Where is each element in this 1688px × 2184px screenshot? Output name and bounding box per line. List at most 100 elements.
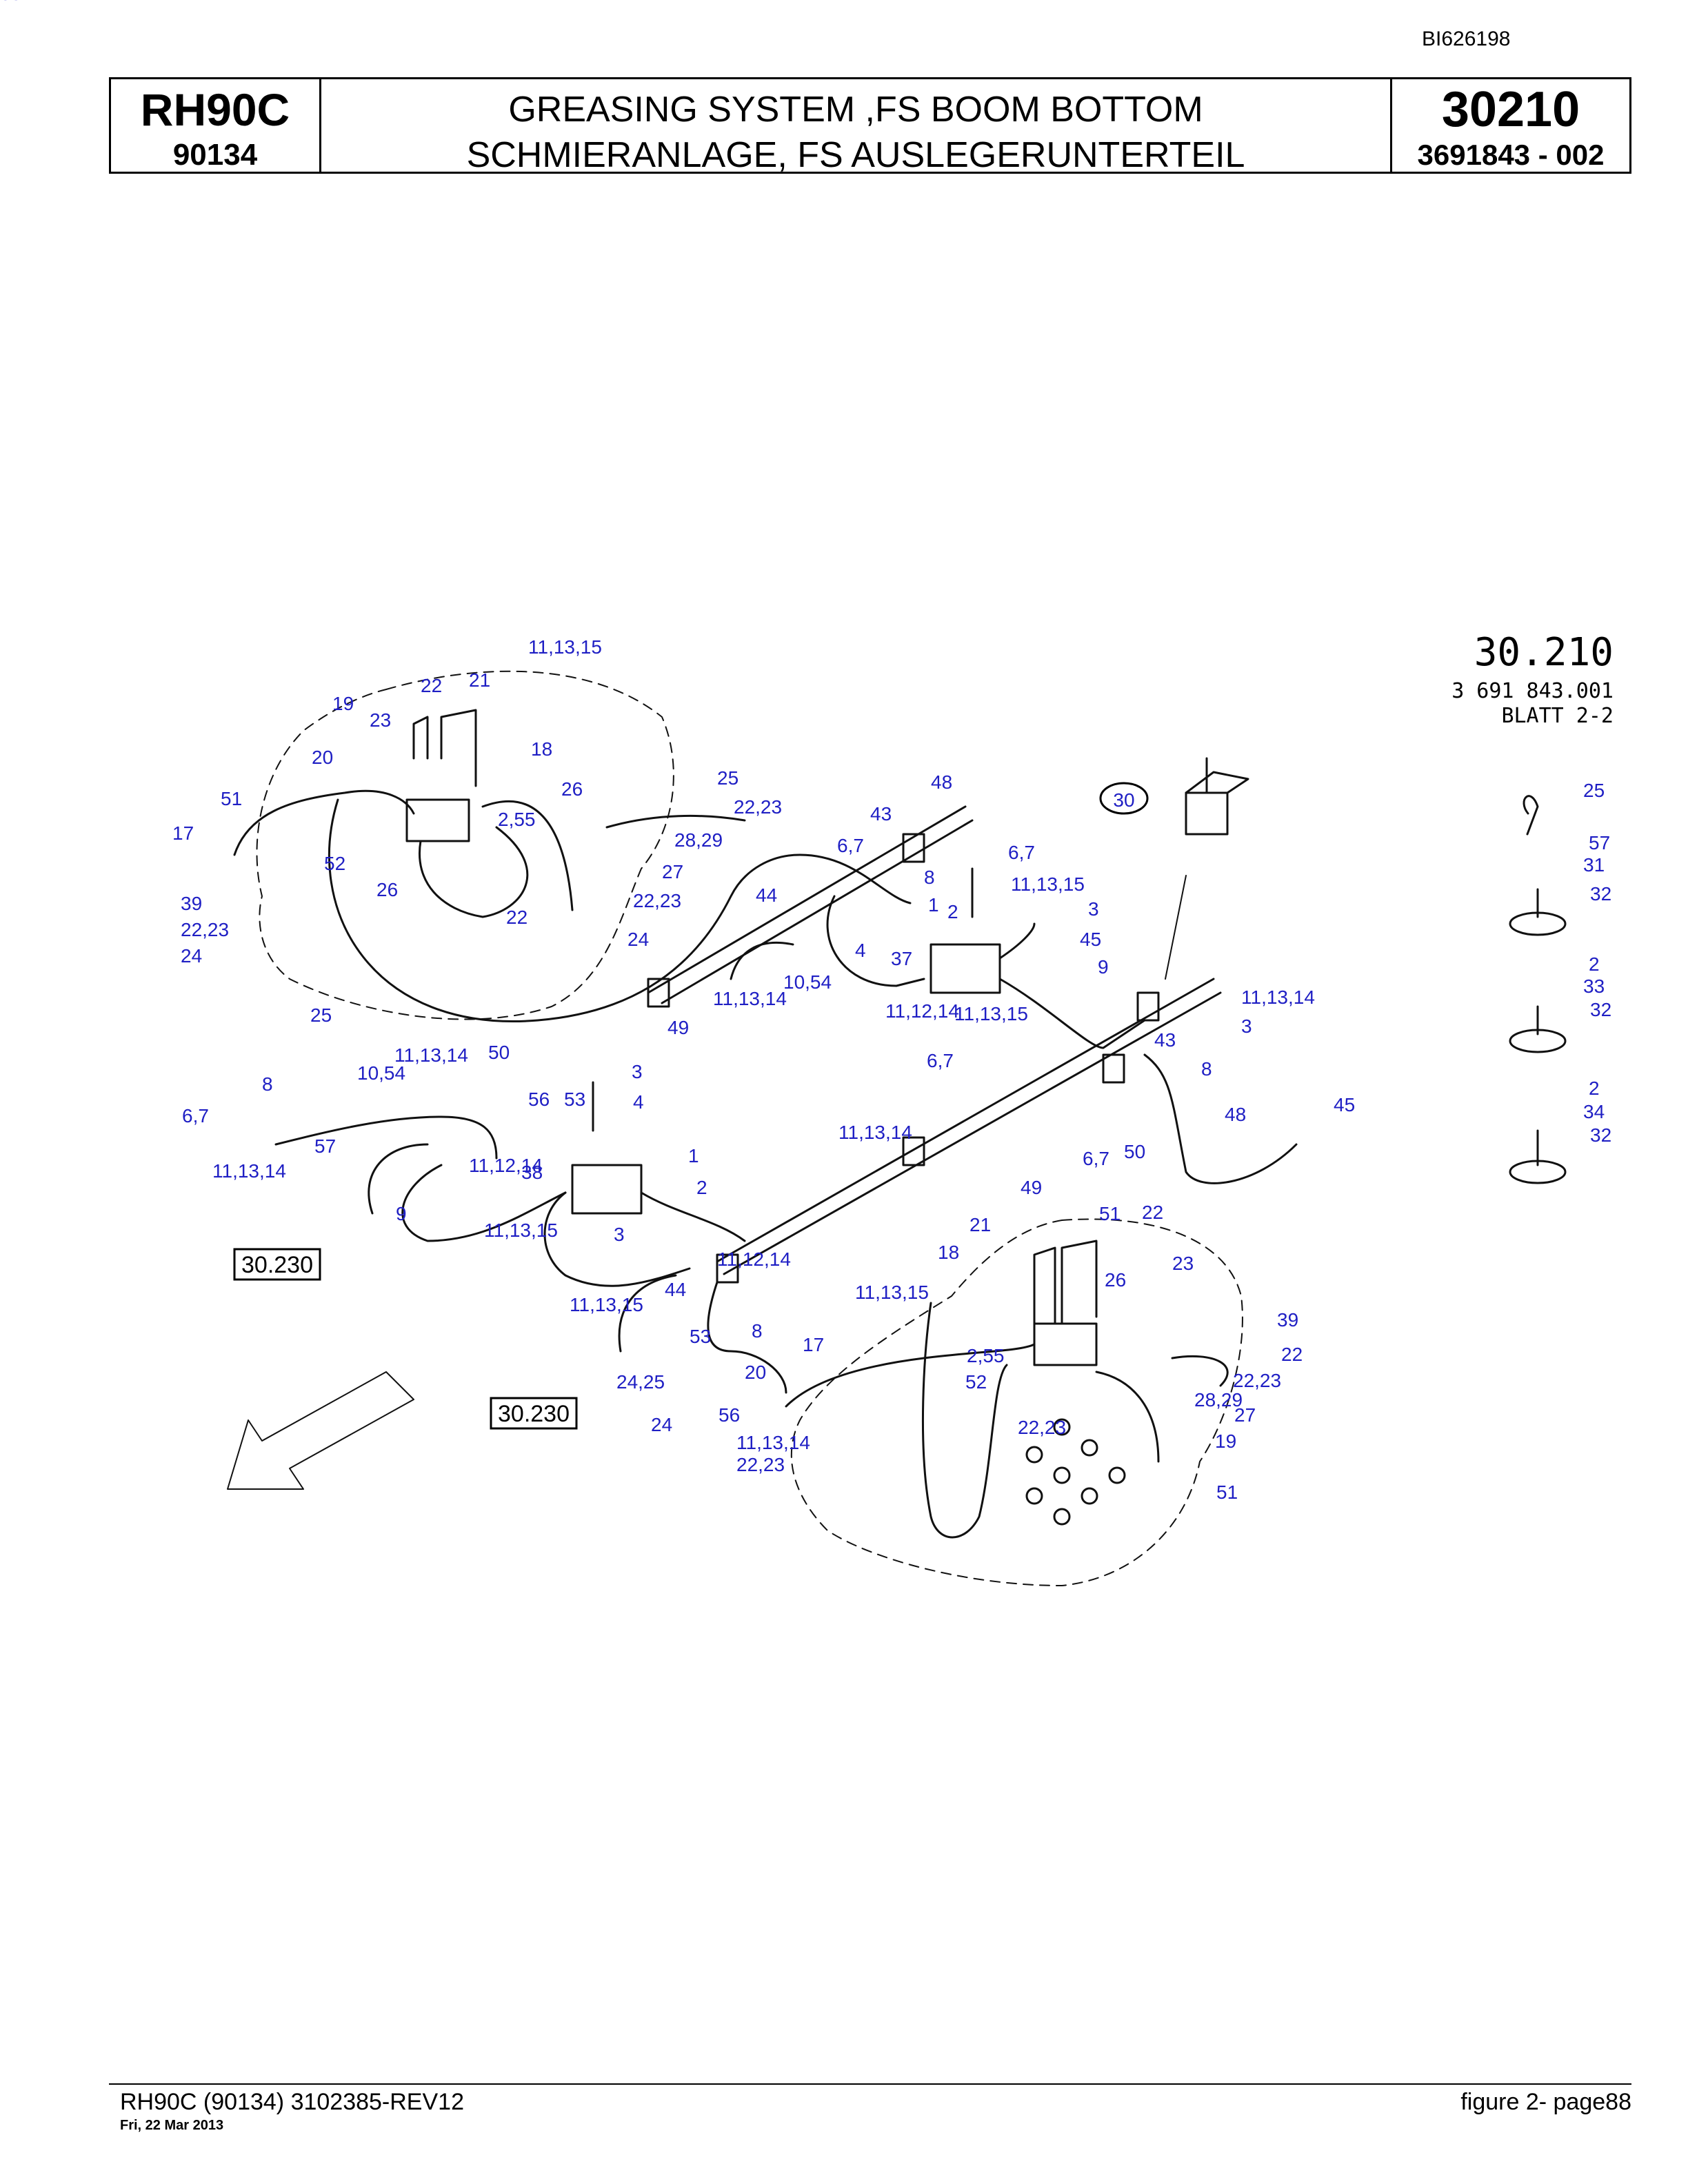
- hose-51-upper: [481, 800, 574, 911]
- callout-label: 6,7: [1083, 1148, 1109, 1169]
- hose-lower-pair: [1033, 1246, 1056, 1325]
- footer-page: figure 2- page88: [1460, 2089, 1631, 2115]
- callout-label: 56: [719, 1404, 740, 1426]
- callout-label: 11,13,14: [713, 988, 787, 1009]
- callout-label: 11,13,14: [212, 1160, 286, 1182]
- callout-label: 11,13,15: [855, 1282, 929, 1303]
- footer-date: Fri, 22 Mar 2013: [120, 2118, 224, 2133]
- valve-block-upper: [930, 943, 1001, 994]
- callout-label: 22,23: [1018, 1417, 1066, 1438]
- hose-51-lower: [1095, 1371, 1160, 1463]
- callout-label: 22,23: [736, 1454, 785, 1475]
- callout-label: 11,12,14: [717, 1248, 791, 1270]
- main-pipe-lower: [716, 978, 1215, 1263]
- callout-label: 11,12,14: [469, 1155, 543, 1176]
- callout-label: 51: [1216, 1482, 1238, 1503]
- hose-52-upper: [233, 789, 415, 856]
- part-31: [1523, 795, 1539, 836]
- callout-label: 32: [1590, 1124, 1611, 1146]
- callout-label: 1: [928, 894, 939, 916]
- callout-label: 22: [506, 907, 528, 928]
- callout-label: 43: [870, 803, 892, 825]
- callout-label: 1: [688, 1145, 699, 1166]
- hose-50-upper: [274, 1115, 498, 1160]
- callout-label: 24: [627, 929, 649, 950]
- callout-label: 33: [1583, 975, 1605, 997]
- drawing-ref-number: 30.210: [1474, 630, 1614, 675]
- hose-lower-pair-2: [1061, 1240, 1098, 1325]
- callout-label: 9: [396, 1203, 407, 1224]
- ref-box-group-2: 30.230: [490, 1397, 578, 1430]
- callout-label: 19: [332, 693, 354, 714]
- callout-label: 23: [1172, 1253, 1194, 1274]
- callout-label: 11,13,14: [736, 1432, 810, 1453]
- model-cell: RH90C 90134: [111, 79, 321, 172]
- callout-label: 17: [172, 822, 194, 844]
- callout-label: 8: [752, 1320, 763, 1342]
- callout-label: 11,13,14: [394, 1044, 468, 1066]
- callout-label: 44: [665, 1279, 686, 1300]
- callout-label: 26: [1105, 1269, 1126, 1291]
- callout-label: 57: [314, 1135, 336, 1157]
- callout-label: 18: [938, 1242, 959, 1263]
- hose-37: [998, 922, 1036, 960]
- bracket-rod: [1165, 875, 1187, 980]
- callout-label: 22,23: [181, 919, 229, 940]
- callout-label: 18: [531, 738, 552, 760]
- callout-label: 11,13,15: [1011, 873, 1085, 895]
- model-name: RH90C: [140, 84, 290, 135]
- callout-label: 22,23: [633, 890, 681, 911]
- callout-label: 28,29: [1194, 1389, 1243, 1410]
- callout-label: 6,7: [182, 1105, 209, 1126]
- callout-label: 39: [181, 893, 202, 914]
- callout-label: 3: [1088, 898, 1099, 920]
- callout-label: 11,13,15: [528, 636, 602, 658]
- callout-label: 51: [221, 788, 242, 809]
- ref-box-2: 30.230: [498, 1401, 570, 1427]
- callout-label: 24: [651, 1414, 672, 1435]
- distributor-block-lower: [1033, 1322, 1098, 1366]
- title-block: RH90C 90134 GREASING SYSTEM ,FS BOOM BOT…: [109, 77, 1631, 175]
- group-number: 30210: [1441, 82, 1580, 137]
- callout-label: 2: [1589, 1078, 1600, 1099]
- callout-label: 11,13,14: [838, 1122, 912, 1143]
- callout-label: 49: [1021, 1177, 1042, 1198]
- hose-45-lower: [998, 978, 1146, 1049]
- hose-upper-pair-2: [440, 709, 477, 787]
- callout-label: 21: [469, 669, 490, 691]
- callout-label: 50: [488, 1042, 510, 1063]
- callout-label: 23: [370, 709, 391, 731]
- callout-label: 45: [1334, 1094, 1355, 1115]
- callout-label: 45: [1080, 929, 1101, 950]
- callout-label: 19: [1215, 1430, 1236, 1452]
- callout-label: 2: [0, 0, 11, 4]
- hose-3-lower: [543, 1191, 691, 1287]
- direction-arrow: [227, 1371, 414, 1490]
- callout-label: 6,7: [927, 1050, 954, 1071]
- callout-label: 4: [855, 940, 866, 961]
- serial-number: 90134: [172, 138, 258, 172]
- callout-label: 2,55: [967, 1345, 1005, 1366]
- callout-label: 3: [614, 1224, 625, 1245]
- hose-45-upper: [826, 895, 925, 987]
- callout-label: 26: [376, 879, 398, 900]
- ref-box-1: 30.230: [241, 1252, 313, 1278]
- valve-block-lower: [571, 1164, 643, 1215]
- callout-label: 11,13,15: [570, 1294, 643, 1315]
- hose-50-lower: [707, 1281, 787, 1394]
- callout-label: 48: [1225, 1104, 1246, 1125]
- title-german: SCHMIERANLAGE, FS AUSLEGERUNTERTEIL: [466, 135, 1245, 175]
- callout-label: 28,29: [674, 829, 723, 851]
- hose-48-lower: [1143, 1053, 1298, 1184]
- callout-label: 26: [561, 778, 583, 800]
- callout-label: 51: [1099, 1203, 1121, 1224]
- callout-label: 52: [324, 853, 345, 874]
- boom-outline-upper: [256, 670, 674, 1020]
- hose-48-upper: [730, 941, 794, 980]
- distributor-block-upper: [405, 798, 470, 842]
- boom-outline-lower: [790, 1218, 1243, 1586]
- callout-label: 3: [1241, 1015, 1252, 1037]
- callout-label: 43: [1154, 1029, 1176, 1051]
- callout-label: 50: [1124, 1141, 1145, 1162]
